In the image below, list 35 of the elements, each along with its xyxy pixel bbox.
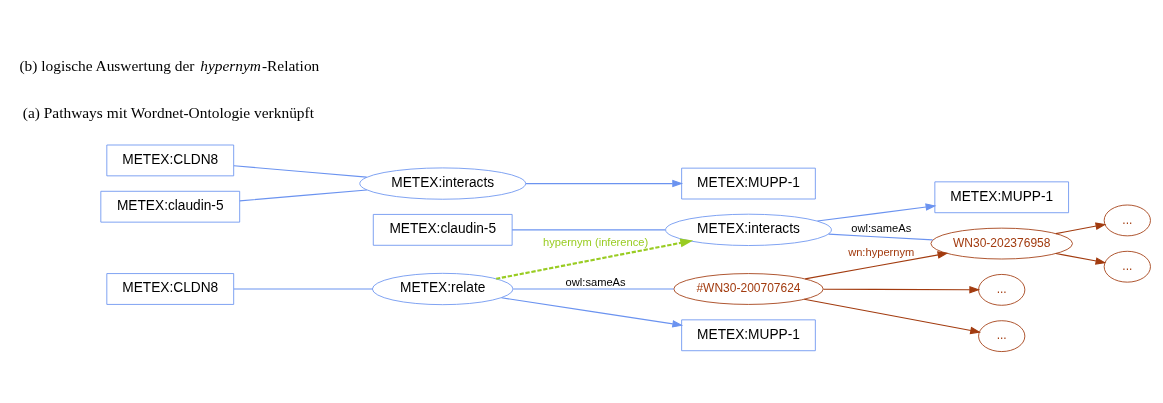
connector — [233, 287, 373, 290]
node-box: METEX:MUPP-1 — [681, 167, 816, 199]
node-box: METEX:claudin-5 — [100, 190, 241, 223]
connector — [511, 228, 666, 230]
node-ellipse: #WN30-200707624 — [673, 272, 824, 305]
edge-label: hypernym (inference) — [543, 235, 649, 248]
arrow — [496, 238, 694, 280]
node-ellipse: ... — [1103, 204, 1151, 236]
node-ellipse: ... — [978, 273, 1026, 306]
arrow — [804, 250, 949, 279]
node-box: METEX:CLDN8 — [106, 144, 235, 176]
arrow — [500, 296, 684, 328]
node-ellipse: ... — [1103, 250, 1151, 283]
connector — [239, 188, 368, 201]
arrow — [816, 202, 937, 222]
connector — [233, 164, 368, 178]
node-ellipse: METEX:relate — [371, 272, 514, 305]
edge-label: owl:sameAs — [565, 275, 626, 288]
connector — [512, 287, 675, 290]
node-box: METEX:MUPP-1 — [681, 318, 816, 351]
label: (a) Pathways mit Wordnet-Ontologie verknüpft — [22, 103, 314, 121]
edge-label: owl:sameAs — [851, 221, 912, 234]
arrow — [803, 298, 981, 334]
node-box: METEX:CLDN8 — [106, 272, 235, 305]
arrow — [1055, 252, 1107, 265]
node-ellipse: ... — [978, 319, 1026, 352]
arrow — [822, 285, 981, 294]
label: (b) logische Auswertung der hypernym-Relation — [19, 56, 320, 74]
connector — [828, 233, 934, 240]
node-box: METEX:MUPP-1 — [934, 180, 1069, 213]
node-ellipse: METEX:interacts — [359, 167, 527, 200]
arrow — [525, 179, 684, 187]
edge-label: wn:hypernym — [848, 245, 915, 258]
arrow — [1055, 221, 1107, 234]
node-box: METEX:claudin-5 — [372, 213, 513, 246]
